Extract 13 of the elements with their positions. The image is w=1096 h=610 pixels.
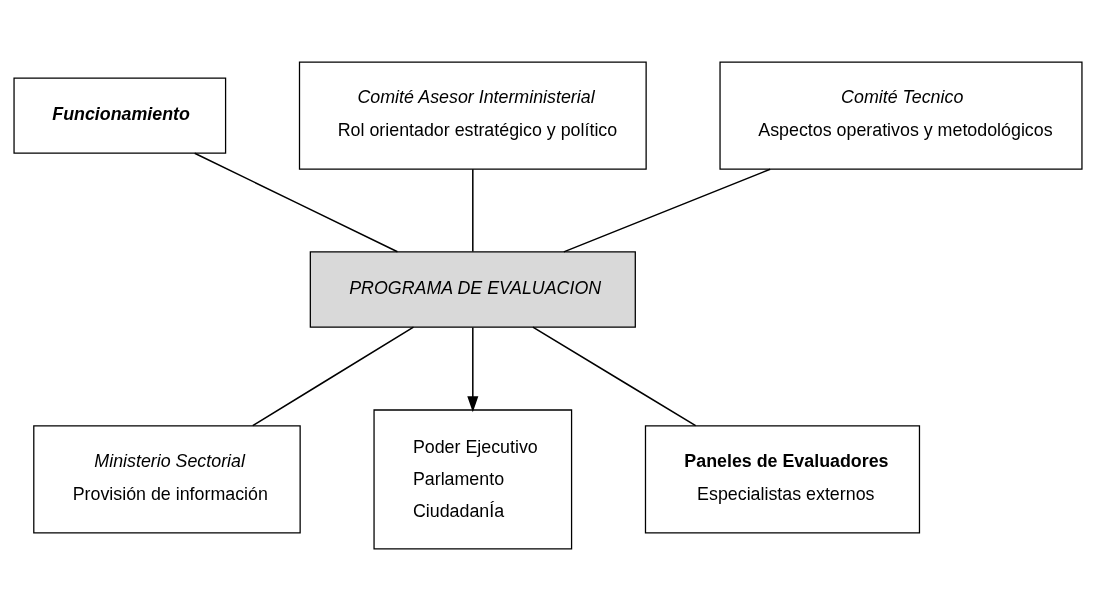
node-box: Ministerio Sectorial Provisión de información: [33, 424, 301, 534]
connector: [563, 168, 771, 253]
connector: [532, 325, 697, 426]
connector: [252, 325, 415, 426]
arrow: [467, 326, 479, 412]
node-box: Comité Tecnico Aspectos operativos y metodológicos: [719, 60, 1083, 170]
connector: [193, 151, 399, 252]
node-box: Paneles de Evaluadores Especialistas externos: [644, 424, 921, 534]
node-box: Poder Ejecutivo Parlamento CiudadanÍa: [373, 408, 573, 550]
node-box: Comité Asesor Interministerial Rol orientador estratégico y político: [298, 60, 647, 170]
node-box: PROGRAMA DE EVALUACION: [309, 250, 636, 328]
node-box: Funcionamiento: [13, 76, 227, 154]
connector: [472, 168, 474, 252]
